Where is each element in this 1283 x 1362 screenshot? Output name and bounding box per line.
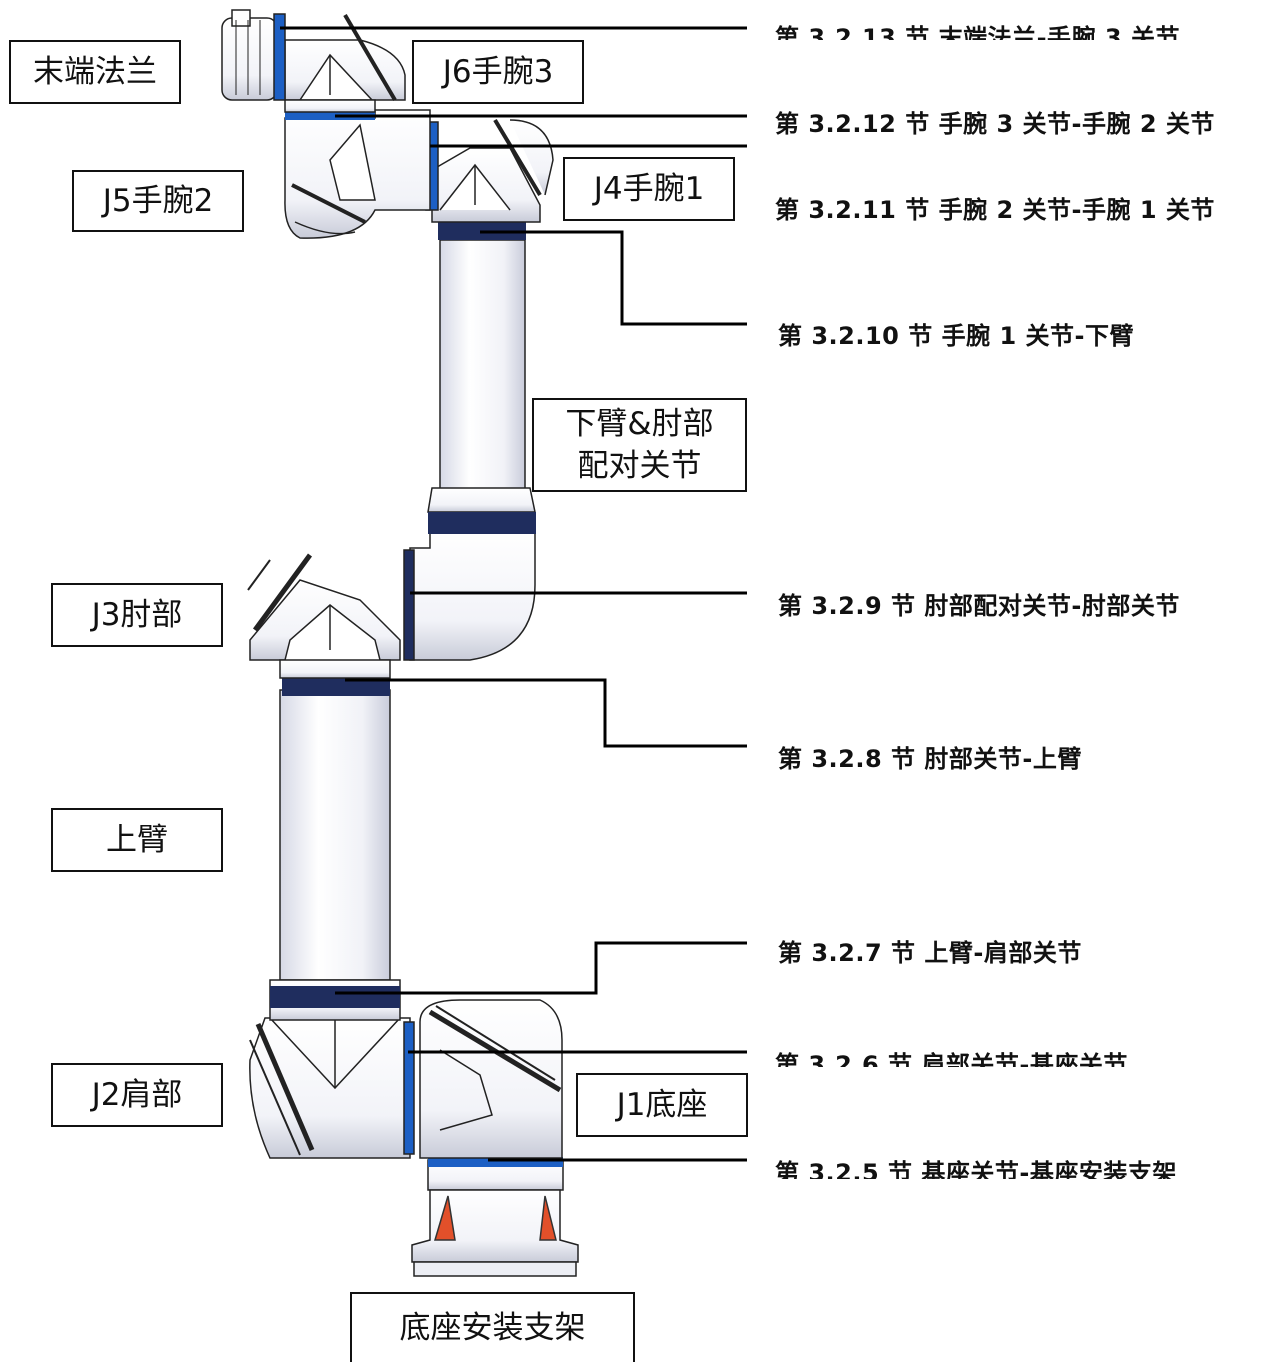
ref-3-2-6: 第 3.2.6 节 肩部关节-基座关节: [775, 1051, 1128, 1067]
band-3-2-5: [428, 1157, 563, 1167]
leader-lines: [280, 26, 747, 1162]
leader-3-2-8: [345, 678, 747, 748]
j4-wrist1-joint-shape: [431, 118, 554, 223]
robot-arm: [221, 9, 579, 1277]
j5-wrist2-joint-shape: [284, 109, 431, 239]
band-3-2-6: [403, 1021, 415, 1155]
label-upper-arm: 上臂: [51, 808, 223, 872]
j6-wrist3-joint-shape: [221, 9, 406, 113]
label-j5-wrist2: J5手腕2: [72, 170, 244, 232]
ref-3-2-9: 第 3.2.9 节 肘部配对关节-肘部关节: [778, 592, 1180, 620]
label-base-bracket: 底座安装支架: [350, 1292, 635, 1362]
accent-marker-right: [539, 1195, 557, 1241]
ref-3-2-10: 第 3.2.10 节 手腕 1 关节-下臂: [778, 322, 1134, 350]
band-forearm-elbow: [428, 512, 536, 534]
ref-3-2-5: 第 3.2.5 节 基座关节-基座安装支架: [775, 1159, 1177, 1179]
forearm-tube: [439, 239, 526, 511]
label-j3-elbow: J3肘部: [51, 583, 223, 647]
band-3-2-7: [270, 986, 400, 1008]
accent-marker-left: [433, 1195, 456, 1241]
base-bracket-shape: [411, 1159, 579, 1277]
ref-3-2-12: 第 3.2.12 节 手腕 3 关节-手腕 2 关节: [775, 110, 1215, 138]
label-end-flange: 末端法兰: [9, 40, 181, 104]
band-3-2-9: [403, 549, 415, 661]
band-3-2-12: [285, 112, 375, 120]
label-j1-base: J1底座: [576, 1073, 748, 1137]
leader-3-2-7: [335, 941, 747, 995]
ref-3-2-13: 第 3.2.13 节 末端法兰-手腕 3 关节: [775, 24, 1180, 40]
leader-3-2-10: [480, 230, 747, 326]
label-j4-wrist1: J4手腕1: [563, 157, 735, 221]
j1-base-joint-shape: [419, 999, 563, 1159]
label-j6-wrist3: J6手腕3: [412, 40, 584, 104]
ref-3-2-11: 第 3.2.11 节 手腕 2 关节-手腕 1 关节: [775, 196, 1215, 224]
label-j2-shoulder: J2肩部: [51, 1063, 223, 1127]
ref-3-2-8: 第 3.2.8 节 肘部关节-上臂: [778, 745, 1082, 773]
upper-arm-tube: [279, 689, 391, 981]
j2-shoulder-joint-shape: [249, 1017, 411, 1159]
j3-elbow-joint-shape: [247, 529, 536, 679]
ref-3-2-7: 第 3.2.7 节 上臂-肩部关节: [778, 939, 1082, 967]
label-forearm-elbow-pair: 下臂&肘部 配对关节: [532, 398, 747, 492]
band-3-2-13: [273, 13, 286, 101]
